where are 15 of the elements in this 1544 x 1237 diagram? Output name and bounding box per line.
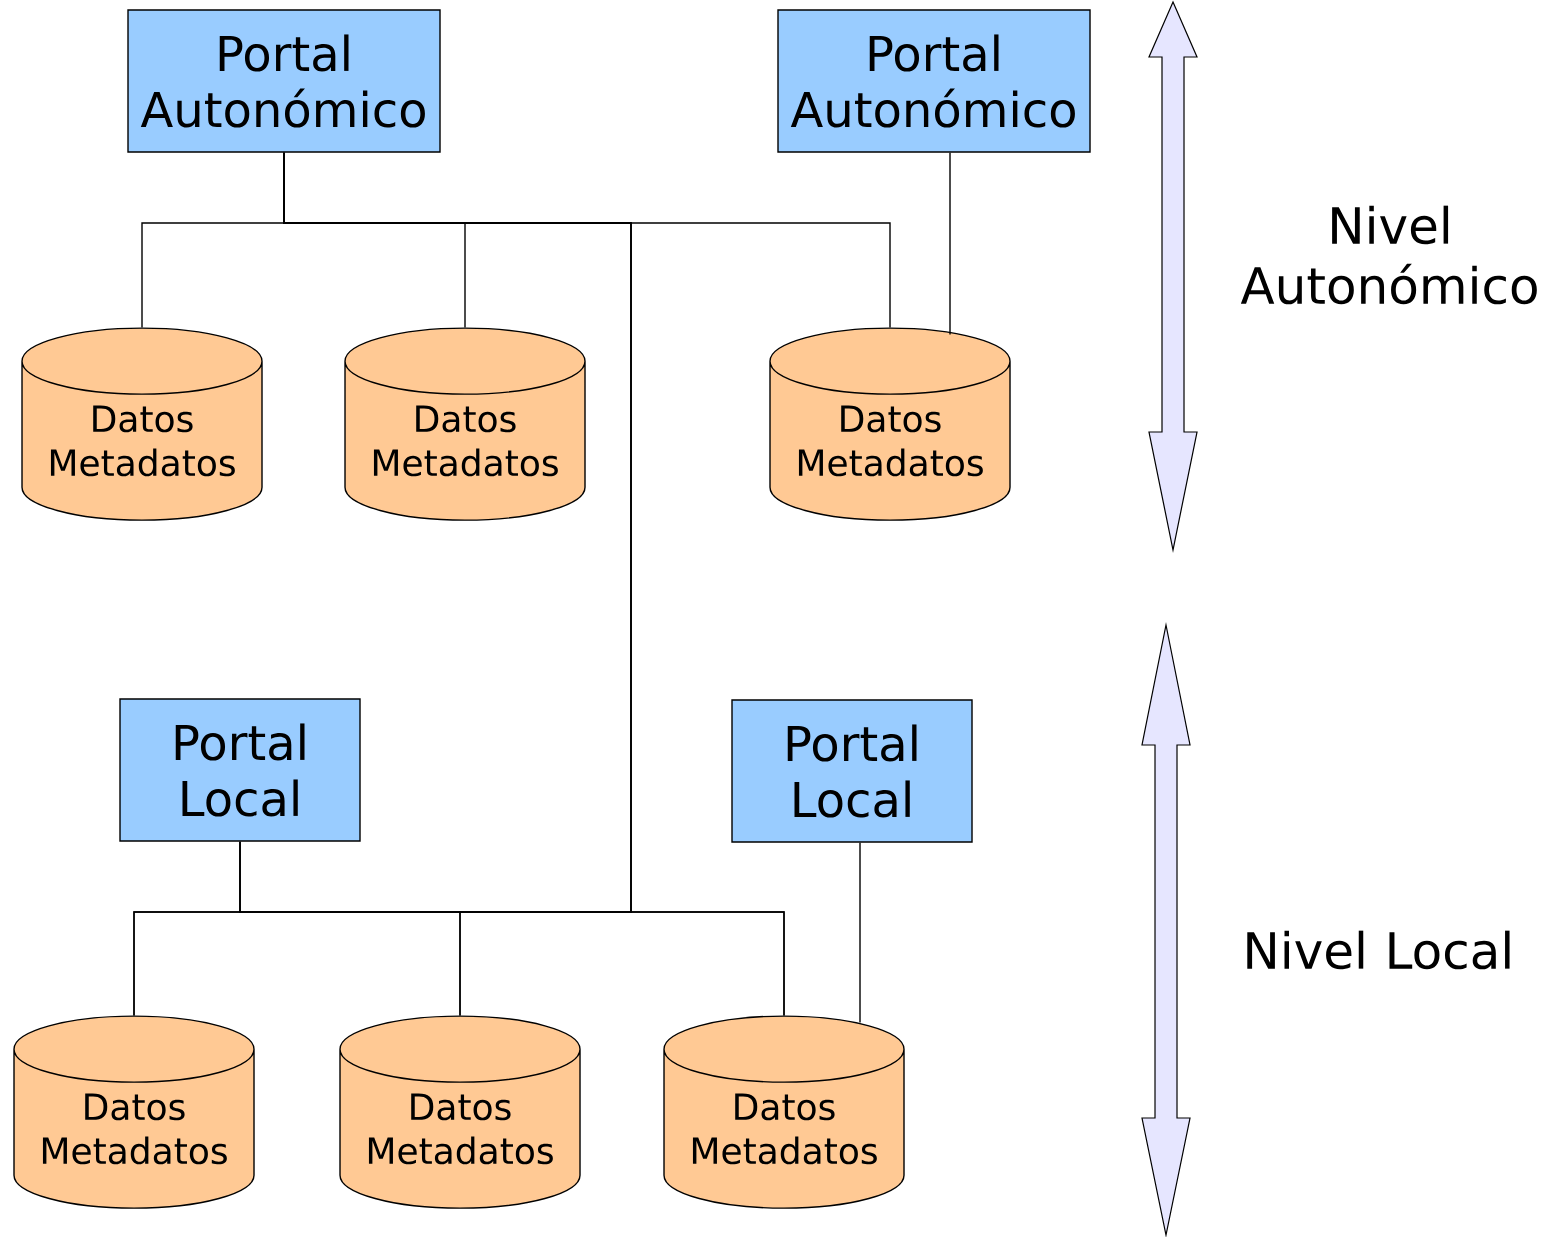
connector-line	[859, 842, 861, 1024]
portal-box: Portal Local	[119, 698, 361, 842]
database-cylinder: Datos Metadatos	[344, 327, 586, 521]
level-label: Nivel Autonómico	[1240, 205, 1537, 305]
portal-box: Portal Autonómico	[127, 9, 441, 153]
portal-box: Portal Autonómico	[777, 9, 1091, 153]
database-cylinder: Datos Metadatos	[21, 327, 263, 521]
connector-line	[239, 841, 785, 1017]
connector-line	[949, 152, 951, 336]
database-cylinder: Datos Metadatos	[339, 1015, 581, 1209]
database-cylinder: Datos Metadatos	[13, 1015, 255, 1209]
database-cylinder: Datos Metadatos	[769, 327, 1011, 521]
level-label: Nivel Local	[1247, 930, 1510, 970]
portal-box: Portal Local	[731, 699, 973, 843]
database-cylinder: Datos Metadatos	[663, 1015, 905, 1209]
